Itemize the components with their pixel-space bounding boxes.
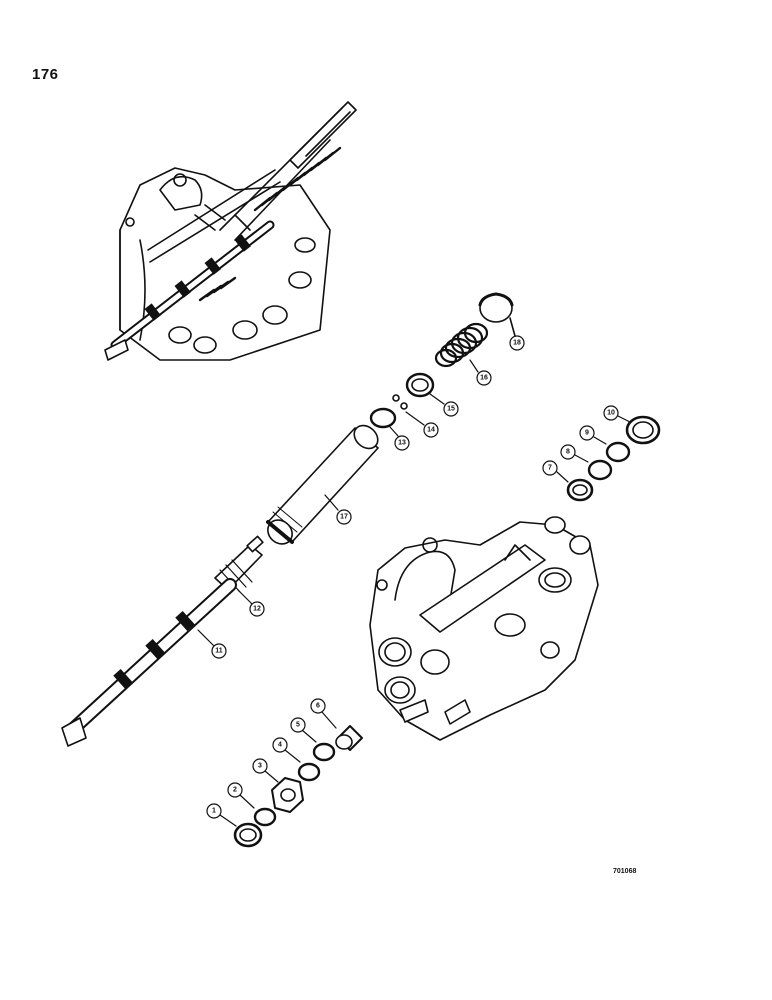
part-8-oring [574, 454, 613, 481]
part-18-cap [478, 292, 516, 337]
callout-4-circle [272, 737, 288, 753]
callout-13: 13 [398, 440, 406, 447]
callout-6: 6 [316, 703, 320, 710]
callout-13-circle [394, 435, 410, 451]
callout-8: 8 [566, 449, 570, 456]
callout-16-circle [476, 370, 492, 386]
callout-1: 1 [212, 808, 216, 815]
page-number: 176 [32, 66, 59, 83]
part-17-tube [266, 424, 379, 545]
part-6-plug [321, 711, 363, 751]
callout-12-circle [249, 601, 265, 617]
part-7-bushing [556, 471, 594, 502]
callout-3: 3 [258, 763, 262, 770]
callout-2: 2 [233, 787, 237, 794]
callout-5: 5 [296, 722, 300, 729]
valve-body [369, 516, 599, 741]
callout-10: 10 [607, 410, 615, 417]
part-3-nut [264, 770, 304, 813]
callout-5-circle [290, 717, 306, 733]
part-11-spool [61, 578, 237, 747]
callout-10-circle [603, 405, 619, 421]
part-16-spring [434, 322, 489, 373]
callout-16: 16 [480, 375, 488, 382]
callout-4: 4 [278, 742, 282, 749]
valve-assembly-cutaway [104, 101, 357, 361]
callout-17-circle [336, 509, 352, 525]
part-12-spool-end [214, 535, 264, 605]
callout-9-circle [579, 425, 595, 441]
callout-1-circle [206, 803, 222, 819]
callout-18: 18 [513, 340, 521, 347]
part-5-oring [301, 729, 336, 762]
drawing-code: 701068 [613, 868, 637, 875]
part-9-oring [593, 436, 631, 463]
callout-11: 11 [215, 648, 223, 655]
callout-3-circle [252, 758, 268, 774]
callout-6-circle [310, 698, 326, 714]
part-4-oring [284, 749, 321, 782]
part-1-bushing [219, 814, 263, 848]
callout-17: 17 [340, 514, 348, 521]
part-2-oring [239, 794, 277, 827]
part-13-14-ring-balls [369, 394, 425, 437]
callout-14-circle [423, 422, 439, 438]
callout-14: 14 [427, 427, 435, 434]
callout-15: 15 [447, 406, 455, 413]
callout-7-circle [542, 460, 558, 476]
callout-2-circle [227, 782, 243, 798]
callout-18-circle [509, 335, 525, 351]
part-15-washer [405, 372, 445, 405]
callout-15-circle [443, 401, 459, 417]
callout-11-circle [211, 643, 227, 659]
part-10-cap [617, 415, 661, 445]
callout-12: 12 [253, 606, 261, 613]
callout-9: 9 [585, 430, 589, 437]
callout-7: 7 [548, 465, 552, 472]
callout-8-circle [560, 444, 576, 460]
